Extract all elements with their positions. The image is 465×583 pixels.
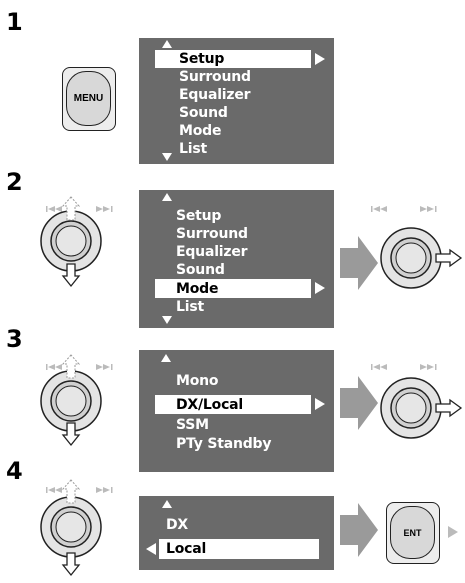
- menu-item-mode[interactable]: Mode: [176, 281, 219, 297]
- arrow-left-icon: [146, 543, 156, 555]
- menu-item-equalizer[interactable]: Equalizer: [176, 244, 248, 260]
- skip-back-icon: [371, 206, 387, 212]
- menu-item-surround[interactable]: Surround: [179, 69, 251, 85]
- skip-forward-icon: [420, 206, 437, 212]
- menu-panel-step-3: Mono DX/Local SSM PTy Standby: [139, 350, 334, 472]
- menu-item-mode[interactable]: Mode: [179, 123, 222, 139]
- step-number-4: 4: [6, 457, 23, 485]
- skip-forward-icon: [96, 206, 113, 212]
- arrow-right-icon: [315, 53, 325, 65]
- arrow-down-icon: [61, 422, 81, 447]
- menu-item-list[interactable]: List: [179, 141, 207, 157]
- menu-item-list[interactable]: List: [176, 299, 204, 315]
- menu-item-surround[interactable]: Surround: [176, 226, 248, 242]
- menu-highlight: [155, 50, 311, 68]
- step-number-1: 1: [6, 8, 23, 36]
- big-right-arrow-icon: [340, 503, 378, 557]
- scroll-down-icon: [162, 316, 172, 324]
- menu-button[interactable]: MENU: [62, 67, 116, 131]
- big-right-arrow-icon: [340, 376, 378, 430]
- step-number-2: 2: [6, 168, 23, 196]
- arrow-down-icon: [61, 552, 81, 577]
- menu-item-setup[interactable]: Setup: [176, 208, 222, 224]
- arrow-right-icon: [435, 398, 463, 418]
- menu-highlight: [155, 395, 311, 414]
- skip-back-icon: [371, 364, 387, 370]
- skip-back-icon: [46, 487, 62, 493]
- scroll-up-icon: [162, 40, 172, 48]
- scroll-up-icon: [161, 354, 171, 362]
- skip-back-icon: [46, 206, 62, 212]
- arrow-up-icon: [61, 479, 81, 504]
- skip-forward-icon: [96, 487, 113, 493]
- scroll-down-icon: [162, 153, 172, 161]
- menu-highlight: [155, 279, 311, 298]
- control-knob[interactable]: [380, 377, 442, 439]
- arrow-up-icon: [61, 354, 81, 379]
- arrow-right-icon: [315, 282, 325, 294]
- menu-item-local[interactable]: Local: [166, 541, 207, 557]
- skip-forward-icon: [96, 364, 113, 370]
- scroll-up-icon: [162, 193, 172, 201]
- control-knob[interactable]: [40, 496, 102, 558]
- arrow-up-icon: [61, 196, 81, 221]
- menu-item-dx-local[interactable]: DX/Local: [176, 397, 244, 413]
- ent-button[interactable]: ENT: [386, 502, 440, 564]
- step-number-3: 3: [6, 325, 23, 353]
- skip-forward-icon: [420, 364, 437, 370]
- skip-back-icon: [46, 364, 62, 370]
- menu-item-pty-standby[interactable]: PTy Standby: [176, 436, 272, 452]
- arrow-right-icon: [315, 398, 325, 410]
- scroll-up-icon: [162, 500, 172, 508]
- ent-button-label: ENT: [403, 527, 422, 538]
- control-knob[interactable]: [380, 227, 442, 289]
- arrow-down-icon: [61, 263, 81, 288]
- menu-item-equalizer[interactable]: Equalizer: [179, 87, 251, 103]
- big-right-arrow-icon: [340, 236, 378, 290]
- menu-panel-step-2: Setup Surround Equalizer Sound Mode List: [139, 190, 334, 328]
- menu-item-ssm[interactable]: SSM: [176, 417, 209, 433]
- control-knob[interactable]: [40, 210, 102, 272]
- menu-panel-step-4: DX Local: [139, 496, 334, 570]
- menu-panel-step-1: Setup Surround Equalizer Sound Mode List: [139, 38, 334, 164]
- small-right-arrow-icon: [448, 526, 458, 538]
- menu-item-sound[interactable]: Sound: [179, 105, 228, 121]
- menu-button-inner: MENU: [66, 71, 111, 126]
- menu-highlight: [159, 539, 319, 559]
- menu-item-sound[interactable]: Sound: [176, 262, 225, 278]
- arrow-right-icon: [435, 248, 463, 268]
- menu-item-setup[interactable]: Setup: [179, 51, 225, 67]
- menu-button-label: MENU: [73, 93, 104, 104]
- ent-button-inner: ENT: [390, 506, 435, 559]
- menu-item-mono[interactable]: Mono: [176, 373, 219, 389]
- menu-item-dx[interactable]: DX: [166, 517, 189, 533]
